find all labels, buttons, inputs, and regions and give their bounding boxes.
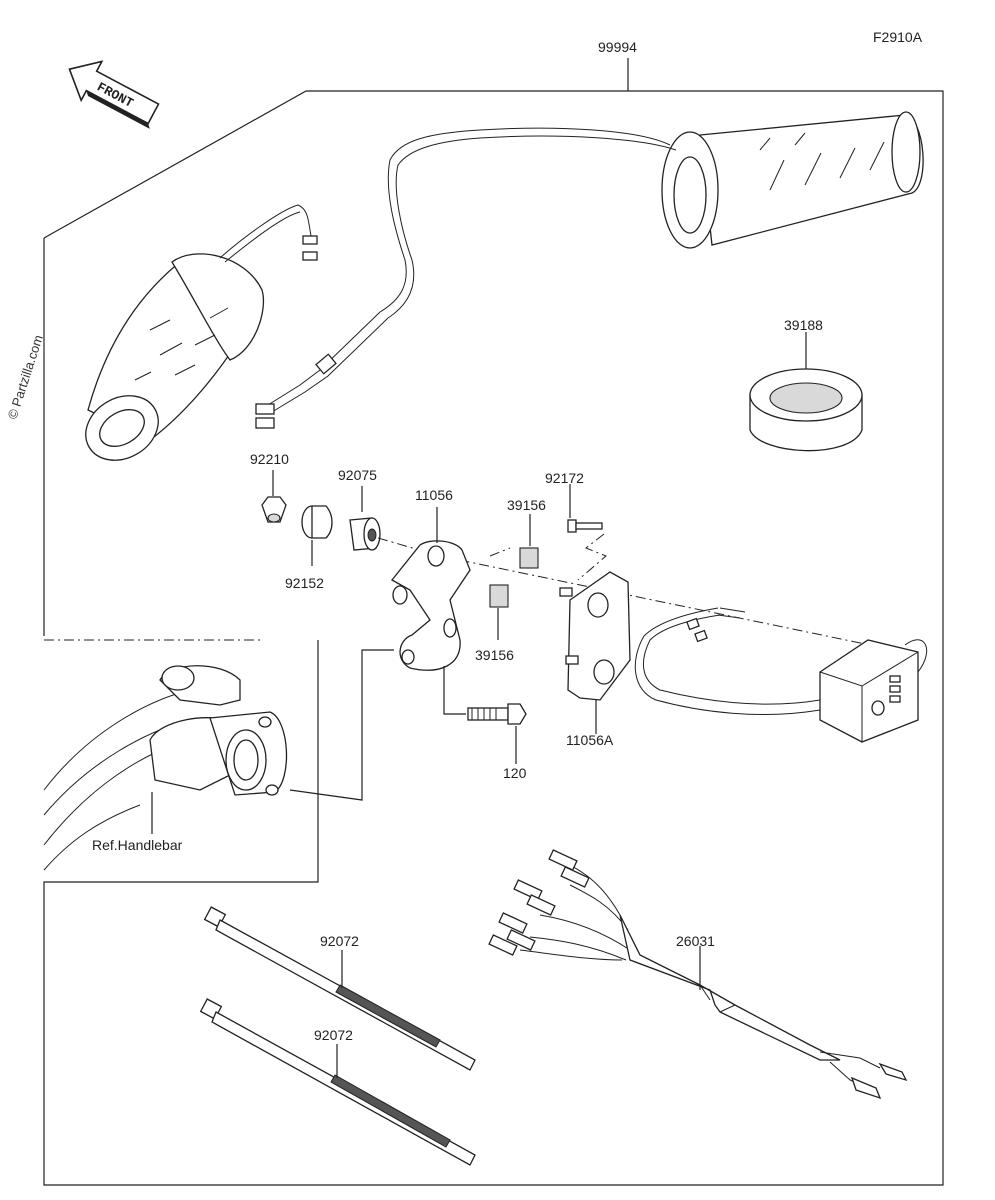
grip-right (379, 111, 924, 319)
part-92072-upper (203, 906, 476, 1071)
watermark: © Partzilla.com (5, 333, 46, 421)
part-11056 (391, 507, 471, 671)
part-92075 (349, 486, 381, 551)
part-39188 (749, 332, 863, 452)
kit-border (43, 58, 944, 1186)
part-92210 (261, 470, 287, 523)
part-120 (467, 703, 527, 764)
part-26031 (488, 849, 908, 1100)
label-11056a: 11056A (566, 732, 614, 748)
label-92210: 92210 (250, 451, 289, 467)
label-39156-upper: 39156 (507, 497, 546, 513)
label-26031: 26031 (676, 933, 715, 949)
label-39156-lower: 39156 (475, 647, 514, 663)
part-92072-lower (199, 998, 476, 1166)
part-92172 (567, 484, 607, 581)
label-120: 120 (503, 765, 527, 781)
label-92072-lower: 92072 (314, 1027, 353, 1043)
label-92072-upper: 92072 (320, 933, 359, 949)
label-92172: 92172 (545, 470, 584, 486)
figure-code: F2910A (873, 29, 923, 45)
label-92075: 92075 (338, 467, 377, 483)
part-11056a (559, 571, 631, 734)
grip-left (85, 204, 318, 461)
label-39188: 39188 (784, 317, 823, 333)
reference-label: Ref.Handlebar (92, 837, 183, 853)
label-11056: 11056 (415, 487, 453, 503)
part-39156-upper (519, 514, 539, 569)
grip-harness (255, 311, 389, 429)
part-92152 (301, 505, 333, 566)
front-arrow-icon: FRONT (68, 60, 160, 129)
heater-controller (634, 607, 928, 743)
handlebar-lever-reference (43, 665, 288, 871)
label-99994: 99994 (598, 39, 637, 55)
label-92152: 92152 (285, 575, 324, 591)
part-39156-lower (489, 547, 511, 640)
